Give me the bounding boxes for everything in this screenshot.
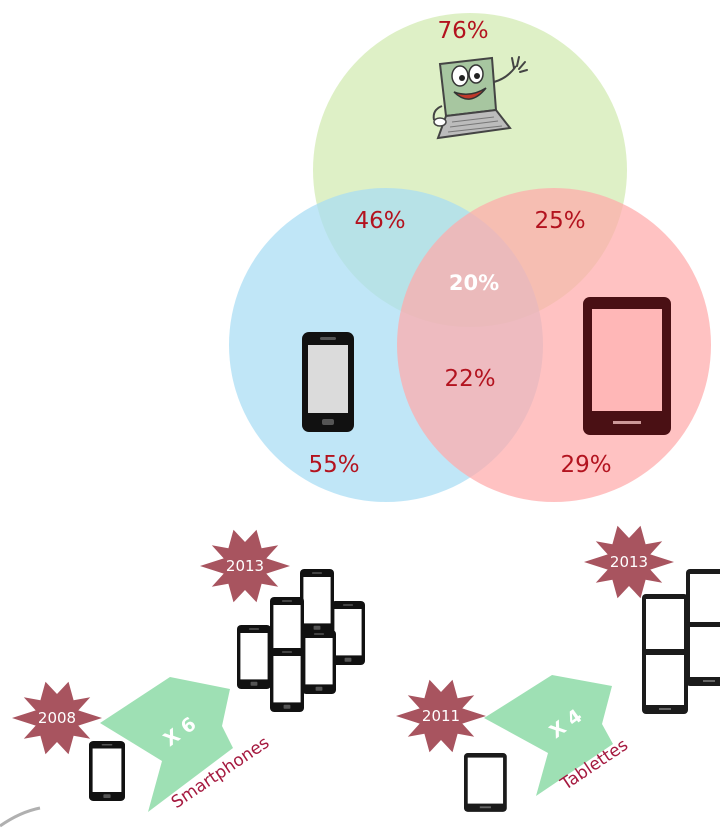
tablets-start-year: 2011 [422, 707, 460, 725]
tablets-end-year: 2013 [610, 553, 648, 571]
smartphones-start-badge: 2008 [12, 681, 102, 755]
phone-tablet-percent: 22% [444, 366, 495, 392]
smartphones-start-year: 2008 [38, 709, 76, 727]
tablets-growth-arrow [484, 675, 613, 796]
tablet-only-percent: 29% [560, 452, 611, 478]
venn-diagram: 76% 46% 25% 20% 22% 55% 29% [229, 13, 711, 502]
smartphone-2008-icon [89, 741, 125, 801]
tablet-2011-icon [464, 753, 507, 812]
tablets-2013-cluster [642, 569, 720, 714]
tablets-start-badge: 2011 [396, 679, 486, 753]
laptop-only-percent: 76% [437, 18, 488, 44]
page-edge-decoration [0, 806, 41, 828]
laptop-tablet-percent: 25% [534, 208, 585, 234]
tablet-icon [583, 297, 671, 435]
smartphones-growth-arrow [100, 677, 233, 812]
smartphones-end-year: 2013 [226, 557, 264, 575]
smartphones-end-badge: 2013 [200, 529, 290, 603]
laptop-mascot-icon [432, 56, 528, 140]
smartphones-growth: X 6 2008 2013 Smartphones [12, 529, 365, 813]
smartphone-icon [302, 332, 354, 432]
phone-only-percent: 55% [308, 452, 359, 478]
all-three-percent: 20% [449, 271, 499, 295]
tablets-growth: X 4 2011 2013 Tablettes [396, 525, 720, 812]
laptop-phone-percent: 46% [354, 208, 405, 234]
tablets-end-badge: 2013 [584, 525, 674, 599]
